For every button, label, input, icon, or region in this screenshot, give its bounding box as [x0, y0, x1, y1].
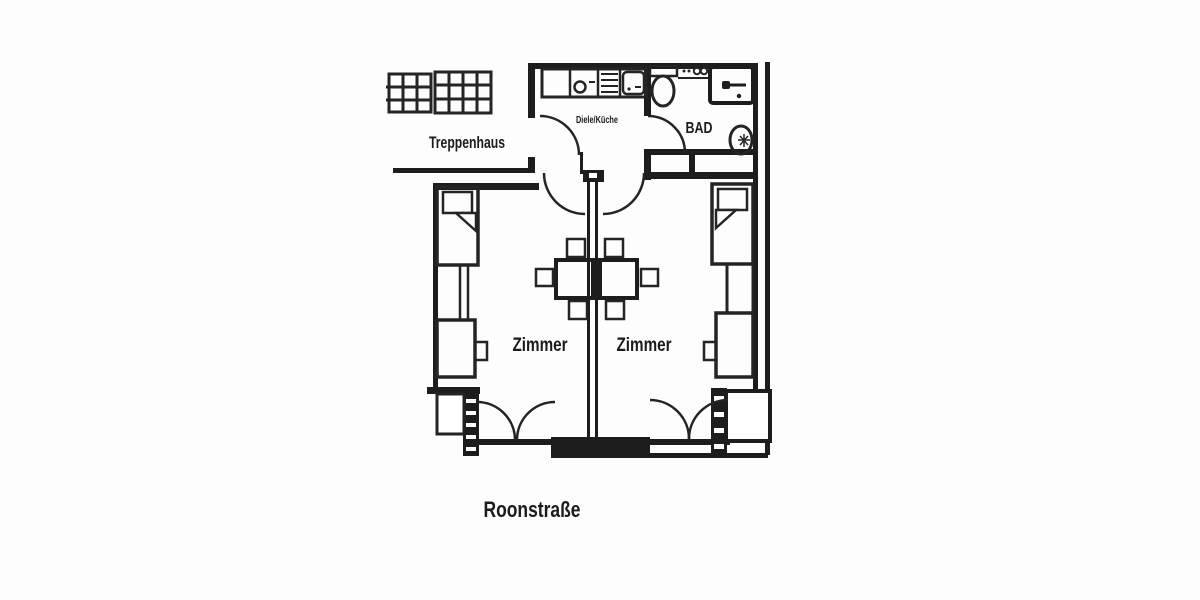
chair-icon — [603, 237, 625, 259]
bed-right-pillow — [716, 187, 749, 212]
desk-right-knob — [702, 340, 718, 362]
nightstand-left — [458, 263, 470, 322]
bed-left-fold — [452, 211, 478, 234]
hall-left-wall-lower — [528, 157, 535, 173]
label-street: Roonstraße — [484, 497, 581, 522]
washbasin-icon — [728, 124, 754, 156]
dining-tables — [534, 237, 660, 321]
right-exterior-wall-outer — [765, 62, 770, 455]
walls — [393, 62, 770, 458]
chair-icon — [565, 237, 587, 259]
chair-icon — [604, 299, 626, 321]
kitchen-basin-icon — [621, 70, 646, 96]
left-room-top-wall — [433, 183, 539, 190]
bath-room-connector-wall — [689, 155, 695, 175]
radiator-right-icon — [711, 388, 727, 456]
chair-icon — [534, 267, 555, 288]
bottom-left-bar — [427, 387, 480, 394]
wardrobe-right — [725, 262, 755, 315]
bed-left-icon — [435, 185, 480, 267]
desk-right-icon — [714, 311, 755, 379]
left-window-right-leaf-arc — [515, 400, 556, 441]
entrance-door-arc — [539, 114, 581, 156]
shower-tray-icon — [708, 65, 755, 105]
label-staircase: Treppenhaus — [429, 133, 505, 152]
desk-left-knob — [473, 340, 489, 362]
entrance-door-stub — [580, 152, 583, 174]
right-exterior-wall-inner — [753, 63, 758, 390]
shower-head-icon — [722, 81, 730, 89]
center-wall-line-right — [595, 182, 598, 440]
toilet-bowl-icon — [650, 74, 676, 108]
chairs — [534, 237, 660, 321]
tap-dot-right — [699, 66, 709, 76]
table-right-icon — [598, 258, 639, 300]
center-wall-line-left — [587, 182, 590, 440]
bathroom-door-arc — [647, 114, 687, 154]
door-arcs — [476, 114, 729, 441]
bottom-right-ledge — [650, 453, 768, 458]
kitchen-counter-icon — [540, 67, 648, 99]
chair-icon — [639, 267, 660, 288]
left-exterior-wall — [433, 183, 438, 390]
label-hall-kitchen: Diele/Küche — [576, 115, 618, 126]
staircase-wall — [393, 168, 534, 173]
chair-icon — [567, 299, 589, 321]
radiator-left-icon — [463, 392, 479, 456]
right-room-top-wall — [644, 172, 757, 179]
bathroom-fixtures — [648, 64, 755, 156]
balcony-box-left — [435, 392, 466, 436]
balcony-box-right — [724, 389, 772, 443]
bed-left-pillow — [441, 190, 474, 215]
right-room-furniture — [702, 182, 755, 379]
desk-left-icon — [435, 318, 477, 379]
left-room-door-arc — [542, 172, 586, 216]
tap-dot-left — [692, 66, 702, 76]
left-window-left-leaf-arc — [476, 400, 517, 441]
staircase-steps-icon — [386, 70, 493, 115]
bed-right-fold — [714, 208, 740, 231]
label-bathroom: BAD — [686, 120, 713, 137]
top-wall — [528, 63, 758, 69]
balcony-ledge — [551, 437, 650, 458]
bath-bottom-wall — [644, 149, 757, 155]
kitchen-sink-icon — [573, 80, 587, 94]
table-left-icon — [554, 258, 595, 300]
center-wall-post-gap — [589, 173, 597, 178]
label-room-left: Zimmer — [513, 335, 568, 356]
bath-door-stub-wall — [644, 149, 651, 180]
stove-burners-icon — [601, 73, 618, 93]
label-room-right: Zimmer — [617, 335, 672, 356]
left-room-furniture — [435, 185, 489, 379]
right-room-door-arc — [602, 172, 646, 216]
right-window-left-leaf-arc — [649, 398, 691, 440]
left-window-sill — [477, 439, 593, 445]
right-window-sill — [650, 439, 730, 445]
hall-left-wall-upper — [528, 63, 535, 118]
washbasin-tap-icon — [738, 134, 750, 147]
right-window-right-leaf-arc — [687, 398, 729, 440]
